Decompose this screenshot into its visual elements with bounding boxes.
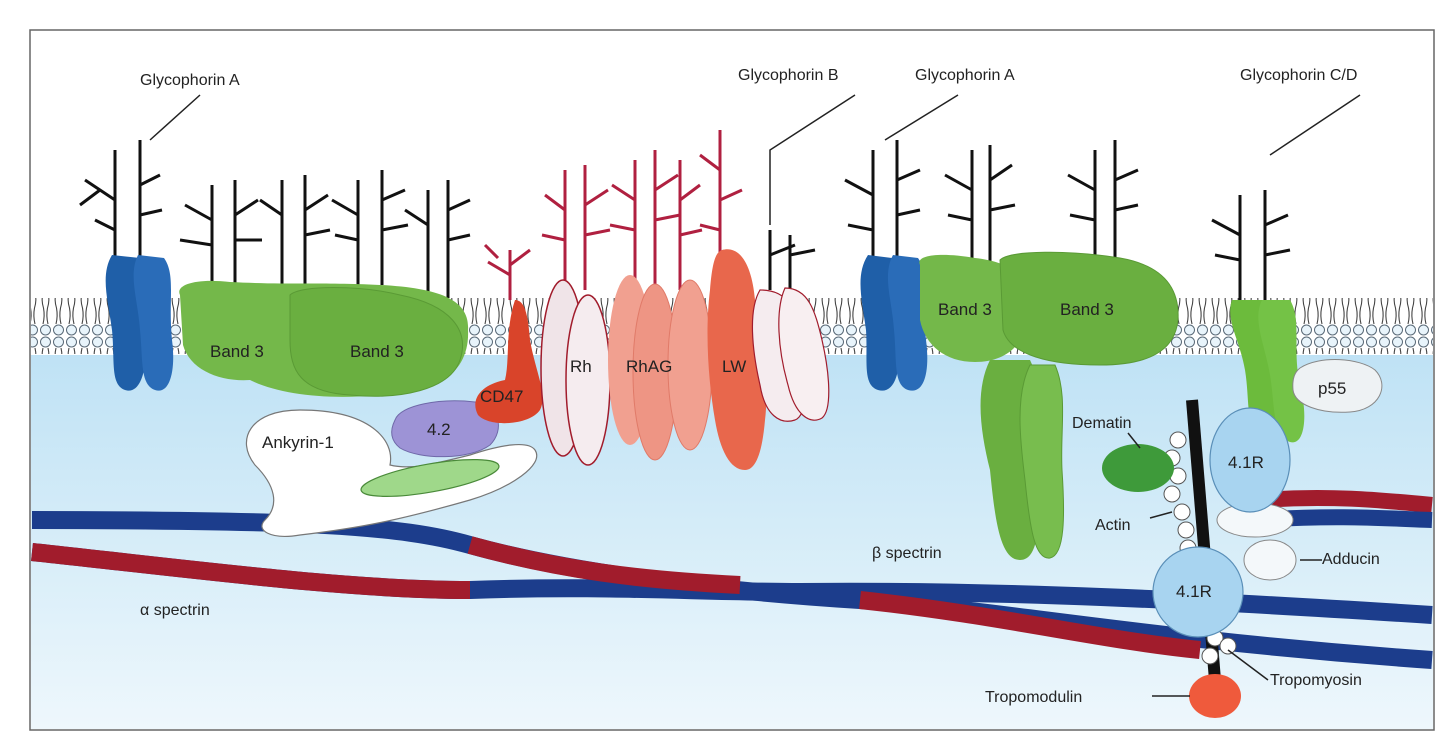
glycophorin-cd-label: Glycophorin C/D bbox=[1240, 67, 1357, 84]
protein-41r-top-label: 4.1R bbox=[1228, 453, 1264, 472]
ankyrin-label: Ankyrin-1 bbox=[262, 433, 334, 452]
tropomodulin-label: Tropomodulin bbox=[985, 689, 1082, 706]
beta-spectrin-label: β spectrin bbox=[872, 545, 942, 562]
tropomodulin bbox=[1189, 674, 1241, 718]
adducin-label: Adducin bbox=[1322, 551, 1380, 568]
band3-label-3: Band 3 bbox=[938, 300, 992, 319]
rh-label: Rh bbox=[570, 357, 592, 376]
alpha-spectrin-label: α spectrin bbox=[140, 602, 210, 619]
cd47-label: CD47 bbox=[480, 387, 523, 406]
glycophorin-a-left-label: Glycophorin A bbox=[140, 72, 240, 89]
lw-label: LW bbox=[722, 357, 746, 376]
rhag-label: RhAG bbox=[626, 357, 672, 376]
p55-label: p55 bbox=[1318, 379, 1346, 398]
protein-42-label: 4.2 bbox=[427, 420, 451, 439]
glycophorin-a-left bbox=[106, 255, 174, 391]
glycophorin-a-right bbox=[860, 255, 927, 391]
protein-41r-bottom-label: 4.1R bbox=[1176, 582, 1212, 601]
dematin-label: Dematin bbox=[1072, 415, 1132, 432]
actin-label: Actin bbox=[1095, 517, 1131, 534]
tropomyosin-label: Tropomyosin bbox=[1270, 672, 1362, 689]
band3-label-1: Band 3 bbox=[210, 342, 264, 361]
dematin bbox=[1102, 444, 1174, 492]
glycophorin-b-label: Glycophorin B bbox=[738, 67, 839, 84]
band3-label-2: Band 3 bbox=[350, 342, 404, 361]
band3-label-4: Band 3 bbox=[1060, 300, 1114, 319]
glycophorin-a-right-label: Glycophorin A bbox=[915, 67, 1015, 84]
spectrin-red-right bbox=[1260, 498, 1432, 505]
